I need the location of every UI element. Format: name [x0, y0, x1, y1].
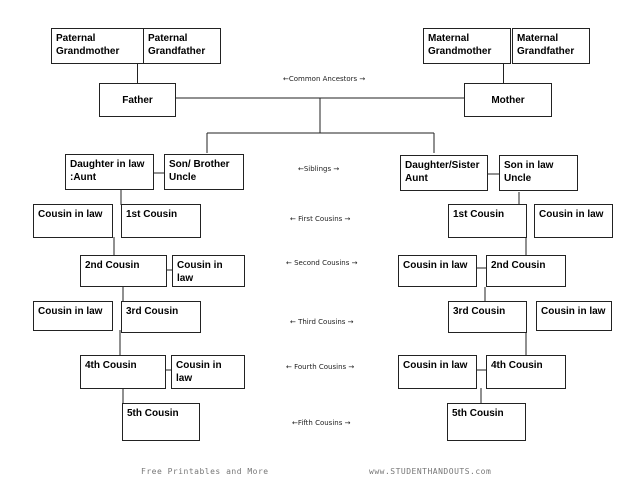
- maternal-grandmother-box: Maternal Grandmother: [423, 28, 511, 64]
- fifth-cousins-label: ←Fifth Cousins →: [292, 419, 351, 427]
- right-3rd-cousin-box: 3rd Cousin: [448, 301, 527, 333]
- paternal-grandmother-box: Paternal Grandmother: [51, 28, 144, 64]
- left-5th-cousin-box: 5th Cousin: [122, 403, 200, 441]
- daughter-sister-aunt-box: Daughter/Sister Aunt: [400, 155, 488, 191]
- siblings-label: ←Siblings →: [298, 165, 340, 173]
- son-in-law-uncle-box: Son in law Uncle: [499, 155, 578, 191]
- right-cousin-in-law-4-box: Cousin in law: [398, 355, 477, 389]
- left-cousin-in-law-4-box: Cousin in law: [171, 355, 245, 389]
- left-1st-cousin-box: 1st Cousin: [121, 204, 201, 238]
- paternal-grandfather-box: Paternal Grandfather: [143, 28, 221, 64]
- mother-box: Mother: [464, 83, 552, 117]
- footer-right-text: www.STUDENTHANDOUTS.com: [369, 467, 492, 476]
- father-box: Father: [99, 83, 176, 117]
- left-cousin-in-law-3-box: Cousin in law: [33, 301, 113, 331]
- footer-left-text: Free Printables and More: [141, 467, 269, 476]
- fourth-cousins-label: ← Fourth Cousins →: [286, 363, 355, 371]
- right-cousin-in-law-3-box: Cousin in law: [536, 301, 612, 331]
- right-cousin-in-law-2-box: Cousin in law: [398, 255, 477, 287]
- common-ancestors-label: ←Common Ancestors →: [283, 75, 366, 83]
- right-4th-cousin-box: 4th Cousin: [486, 355, 566, 389]
- first-cousins-label: ← First Cousins →: [290, 215, 351, 223]
- son-brother-uncle-box: Son/ Brother Uncle: [164, 154, 244, 190]
- right-2nd-cousin-box: 2nd Cousin: [486, 255, 566, 287]
- left-4th-cousin-box: 4th Cousin: [80, 355, 166, 389]
- right-1st-cousin-box: 1st Cousin: [448, 204, 527, 238]
- maternal-grandfather-box: Maternal Grandfather: [512, 28, 590, 64]
- left-cousin-in-law-1-box: Cousin in law: [33, 204, 113, 238]
- second-cousins-label: ← Second Cousins →: [286, 259, 358, 267]
- left-cousin-in-law-2-box: Cousin in law: [172, 255, 245, 287]
- left-2nd-cousin-box: 2nd Cousin: [80, 255, 167, 287]
- left-3rd-cousin-box: 3rd Cousin: [121, 301, 201, 333]
- right-5th-cousin-box: 5th Cousin: [447, 403, 526, 441]
- third-cousins-label: ← Third Cousins →: [290, 318, 354, 326]
- daughter-in-law-aunt-box: Daughter in law :Aunt: [65, 154, 154, 190]
- right-cousin-in-law-1-box: Cousin in law: [534, 204, 613, 238]
